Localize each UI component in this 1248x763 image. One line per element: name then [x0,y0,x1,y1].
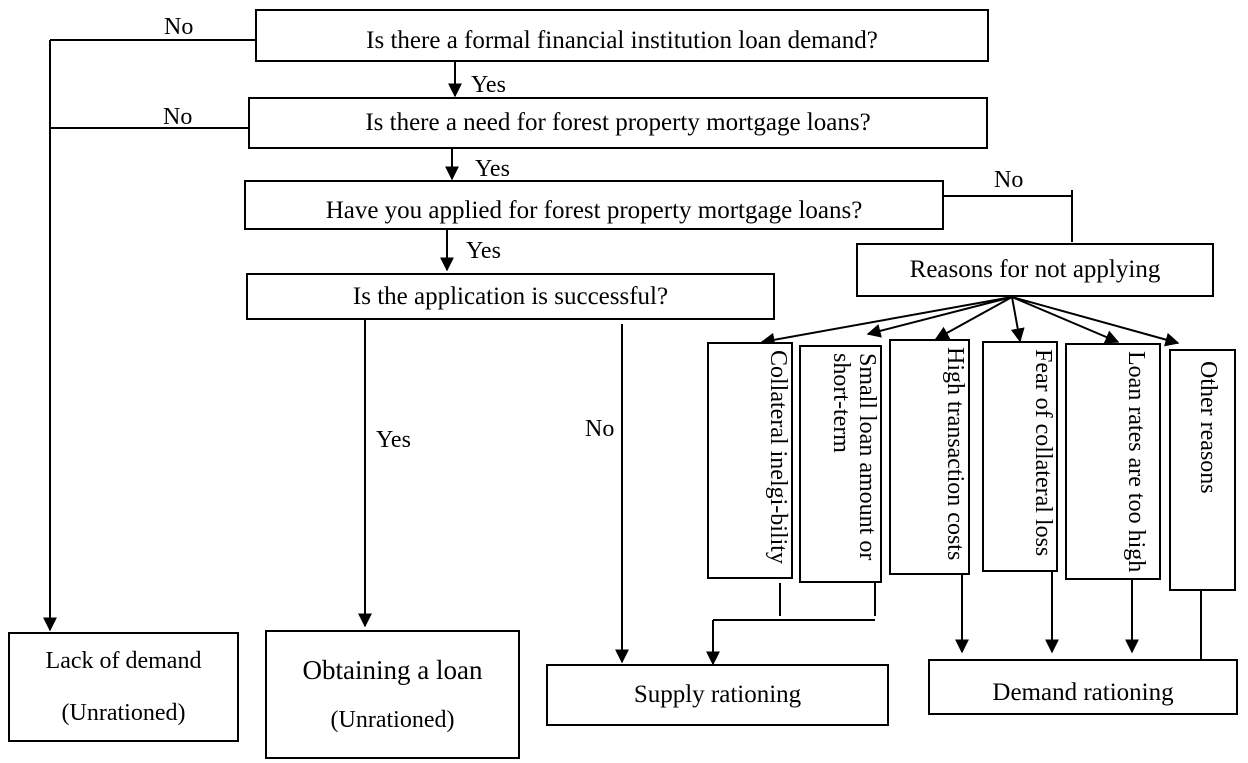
reason-small-loan-amount: Small loan amount or short-term [799,345,882,583]
label-no-q2: No [163,104,193,130]
label-yes-q4: Yes [376,427,411,453]
reason-text: Collateral inelgi-bility [765,350,791,564]
outcome-lack-of-demand: Lack of demand (Unrationed) [8,632,239,742]
reason-text: Small loan amount or short-term [828,353,880,561]
label-yes-q2: Yes [475,156,510,182]
reason-other-reasons: Other reasons [1169,349,1236,591]
question-need-mortgage-loans: Is there a need for forest property mort… [248,97,988,149]
reason-high-transaction-costs: High transaction costs [889,339,970,575]
label-no-q4: No [585,416,615,442]
label-yes-q3: Yes [466,238,501,264]
question-formal-loan-demand: Is there a formal financial institution … [255,9,989,62]
reason-text: High transaction costs [942,347,968,561]
label-no-q1: No [164,14,194,40]
reasons-not-applying-box: Reasons for not applying [856,243,1214,297]
outcome-text: Supply rationing [633,681,802,708]
question-text: Is there a need for forest property mort… [365,109,871,136]
outcome-line1: Obtaining a loan [302,654,483,685]
outcome-obtaining-a-loan: Obtaining a loan (Unrationed) [265,630,520,759]
reasons-title: Reasons for not applying [909,256,1161,283]
reason-collateral-ineligibility: Collateral inelgi-bility [707,342,793,579]
reason-text: Other reasons [1195,361,1221,494]
reason-fear-of-collateral-loss: Fear of collateral loss [982,341,1058,572]
question-application-successful: Is the application is successful? [246,273,775,320]
reason-text: Fear of collateral loss [1030,349,1056,557]
label-no-q3: No [994,167,1024,193]
question-applied-mortgage-loans: Have you applied for forest property mor… [244,180,944,230]
outcome-line1: Lack of demand [45,648,202,674]
outcome-demand-rationing: Demand rationing [928,659,1238,715]
question-text: Is there a formal financial institution … [366,26,878,54]
outcome-line2: (Unrationed) [61,700,186,726]
reason-text: Loan rates are too high [1123,351,1149,573]
question-text: Have you applied for forest property mor… [325,197,863,224]
outcome-text: Demand rationing [992,679,1174,706]
outcome-line2: (Unrationed) [330,706,455,733]
reason-loan-rates-too-high: Loan rates are too high [1065,343,1161,580]
question-text: Is the application is successful? [352,282,669,310]
label-yes-q1: Yes [471,72,506,98]
outcome-supply-rationing: Supply rationing [546,664,889,726]
